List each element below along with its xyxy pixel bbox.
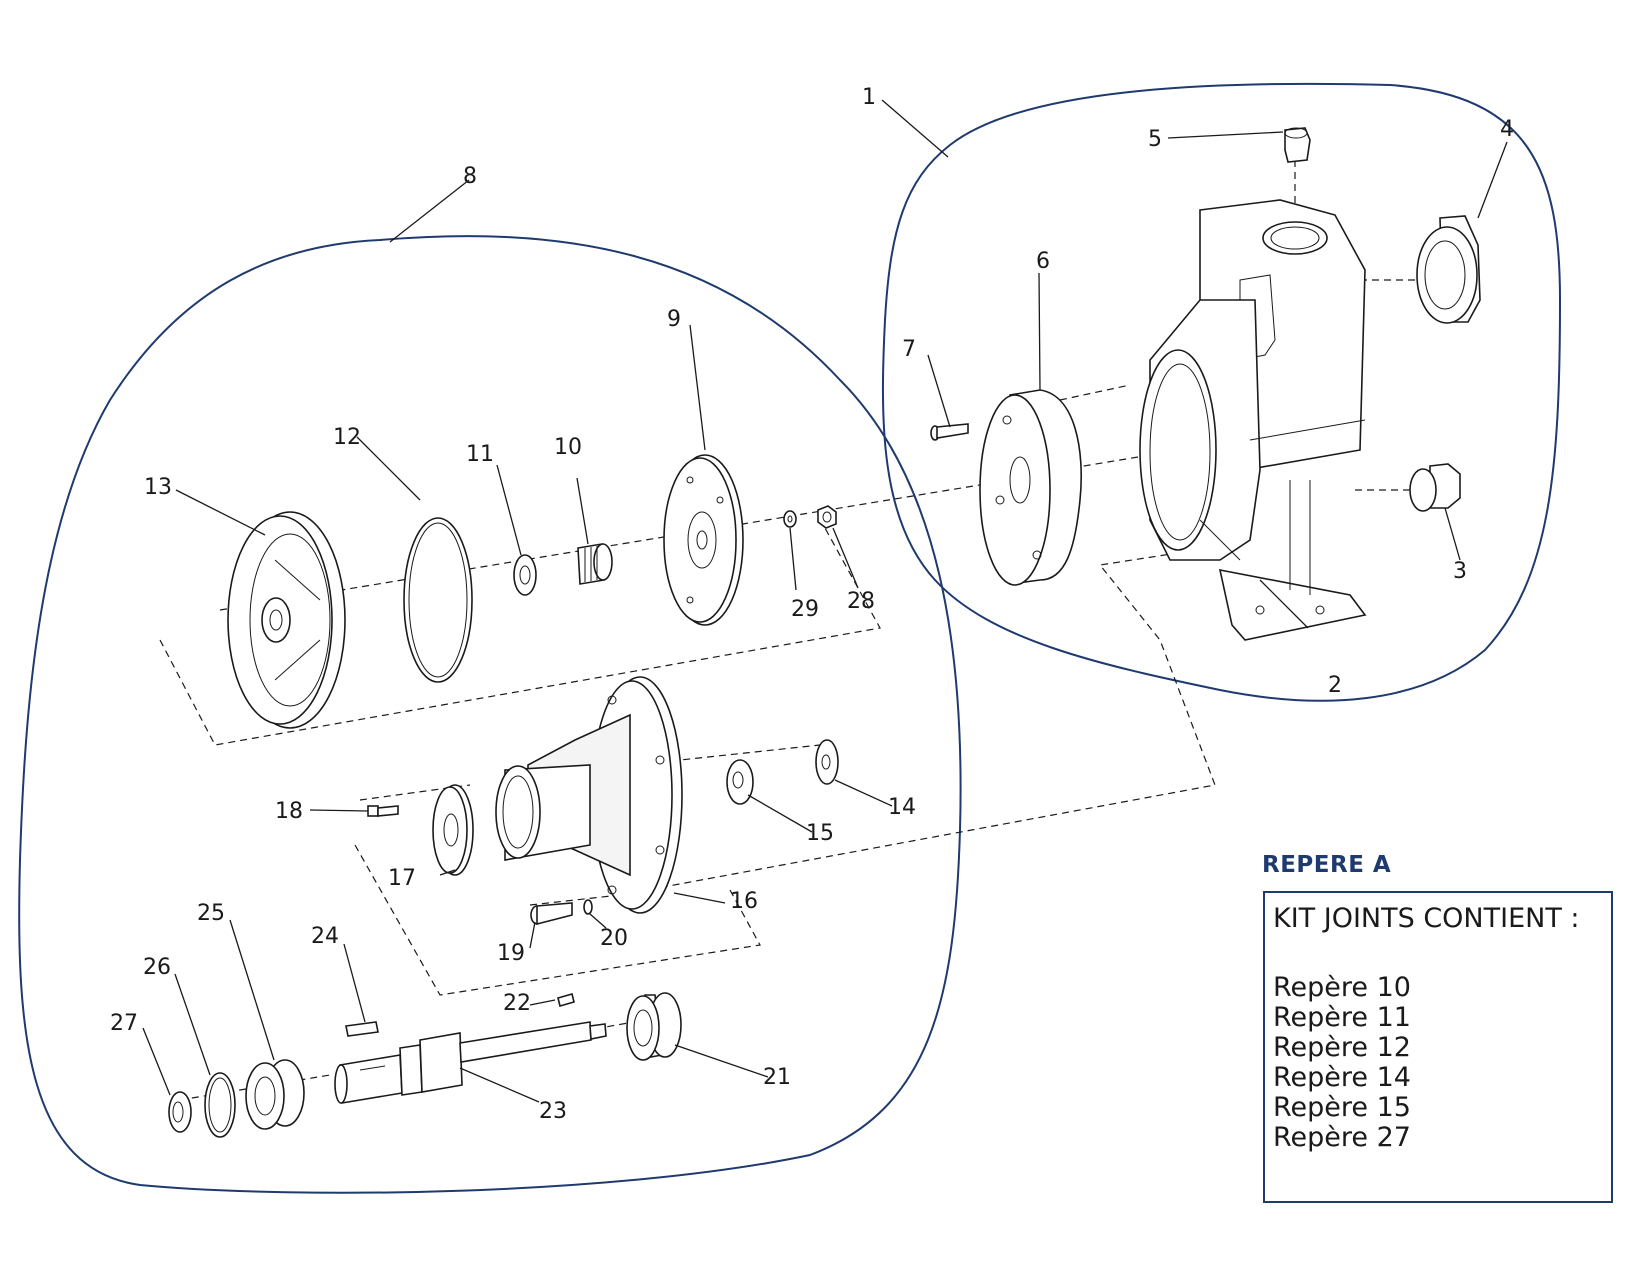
kit-item: Repère 14 xyxy=(1273,1062,1411,1093)
part-17-cover-flange xyxy=(432,784,474,876)
label-21: 21 xyxy=(763,1065,791,1090)
part-9-back-plate xyxy=(663,454,744,626)
label-29: 29 xyxy=(791,597,819,622)
label-14: 14 xyxy=(888,795,916,820)
group-1-outline xyxy=(881,82,1562,702)
part-23-shaft xyxy=(334,1021,607,1104)
kit-item: Repère 27 xyxy=(1273,1122,1411,1153)
part-28-nut xyxy=(817,505,837,529)
part-3-plug xyxy=(1409,463,1461,512)
part-25-bearing xyxy=(245,1059,305,1130)
label-11: 11 xyxy=(466,442,494,467)
label-17: 17 xyxy=(388,866,416,891)
group-8-outline xyxy=(18,235,962,1194)
label-4: 4 xyxy=(1500,117,1514,142)
label-22: 22 xyxy=(503,991,531,1016)
label-6: 6 xyxy=(1036,249,1050,274)
label-18: 18 xyxy=(275,799,303,824)
leader-lines xyxy=(142,99,1508,1103)
part-10-mechanical-seal xyxy=(577,543,613,585)
part-2-volute-body xyxy=(1139,199,1367,641)
part-20-washer xyxy=(583,899,593,915)
label-12: 12 xyxy=(333,425,361,450)
kit-joints-list: Repère 10 Repère 11 Repère 12 Repère 14 … xyxy=(1273,973,1611,1153)
label-15: 15 xyxy=(806,821,834,846)
label-27: 27 xyxy=(110,1011,138,1036)
label-26: 26 xyxy=(143,955,171,980)
kit-joints-box: KIT JOINTS CONTIENT : Repère 10 Repère 1… xyxy=(1263,891,1613,1203)
part-26-circlip xyxy=(204,1072,236,1138)
label-25: 25 xyxy=(197,901,225,926)
kit-item: Repère 11 xyxy=(1273,1002,1411,1033)
part-21-bearing xyxy=(626,992,682,1061)
kit-joints-heading: KIT JOINTS CONTIENT : xyxy=(1273,903,1580,934)
axis-disc6 xyxy=(1059,384,1131,401)
label-1: 1 xyxy=(862,85,876,110)
label-13: 13 xyxy=(144,475,172,500)
label-3: 3 xyxy=(1453,559,1467,584)
part-12-o-ring xyxy=(403,517,473,683)
part-11-seal xyxy=(513,554,537,596)
part-4-nut xyxy=(1416,215,1481,324)
part-18-screw xyxy=(367,805,399,817)
kit-item: Repère 12 xyxy=(1273,1032,1411,1063)
part-6-wear-disc xyxy=(979,389,1083,586)
label-19: 19 xyxy=(497,941,525,966)
axis-bearing-frame xyxy=(359,744,821,801)
axis-lower-rect xyxy=(354,844,761,996)
label-9: 9 xyxy=(667,307,681,332)
part-24-key xyxy=(345,1021,379,1037)
label-24: 24 xyxy=(311,924,339,949)
label-28: 28 xyxy=(847,589,875,614)
part-7-screw xyxy=(930,423,969,441)
axis-upper-rect xyxy=(159,527,881,746)
label-23: 23 xyxy=(539,1099,567,1124)
kit-item: Repère 15 xyxy=(1273,1092,1411,1123)
part-29-washer xyxy=(783,510,797,528)
repere-a-title: REPERE A xyxy=(1262,852,1392,878)
callout-labels: 1 2 3 4 5 6 7 8 9 10 11 12 13 14 15 16 1… xyxy=(110,85,1514,1124)
label-20: 20 xyxy=(600,926,628,951)
part-19-bolt xyxy=(530,902,573,926)
part-22-key xyxy=(557,993,575,1007)
label-8: 8 xyxy=(463,164,477,189)
part-27-lip-seal xyxy=(168,1091,192,1133)
label-2: 2 xyxy=(1328,673,1342,698)
label-16: 16 xyxy=(730,889,758,914)
part-16-bearing-housing xyxy=(495,676,683,914)
label-5: 5 xyxy=(1148,127,1162,152)
kit-item: Repère 10 xyxy=(1273,972,1411,1003)
part-15-washer xyxy=(726,759,754,805)
part-5-plug xyxy=(1284,127,1311,163)
axis-bolts-frame xyxy=(529,547,1216,906)
part-13-pulley xyxy=(227,511,346,729)
axis-main xyxy=(219,479,1011,611)
label-10: 10 xyxy=(554,435,582,460)
part-14-washer xyxy=(815,739,839,785)
label-7: 7 xyxy=(902,337,916,362)
